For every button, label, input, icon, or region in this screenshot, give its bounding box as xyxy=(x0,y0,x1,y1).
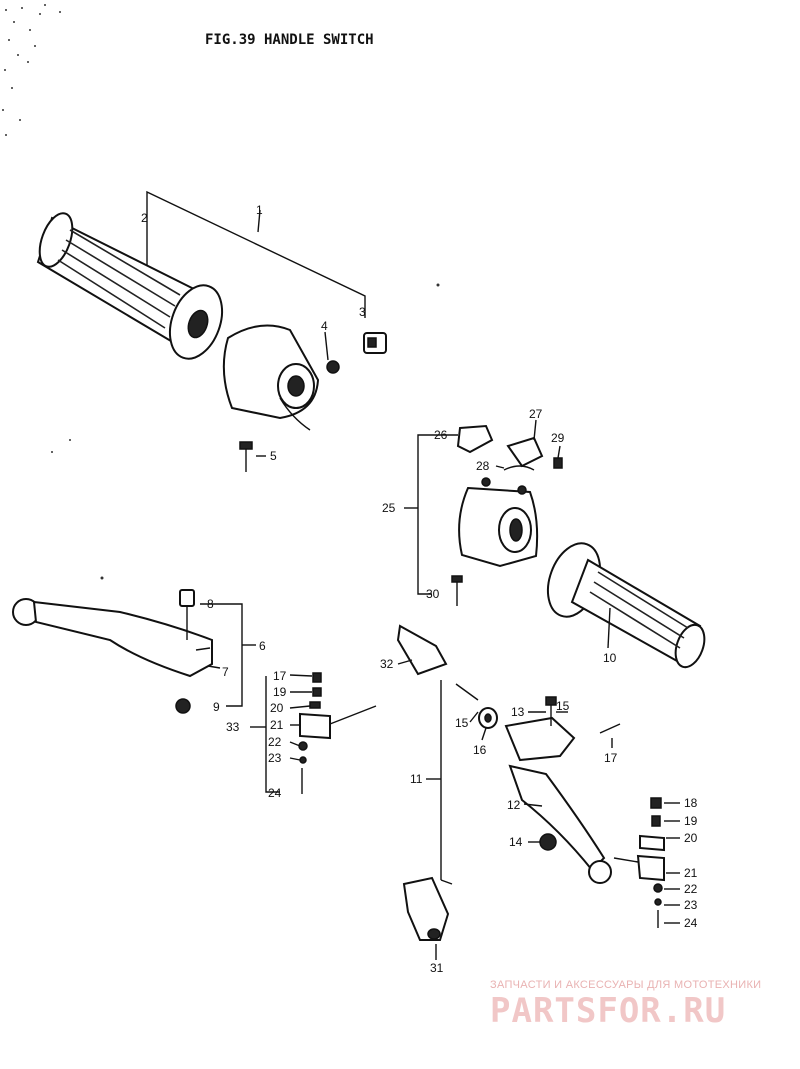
callout-10: 10 xyxy=(603,651,617,665)
callout-3: 3 xyxy=(359,305,366,319)
callout-28: 28 xyxy=(476,459,490,473)
callout-19-right: 19 xyxy=(684,814,698,828)
part-14-nut xyxy=(539,833,557,851)
callout-23-left: 23 xyxy=(268,751,282,765)
part-13-bolt xyxy=(545,696,557,726)
part-29-screw xyxy=(553,457,563,469)
callout-24-right: 24 xyxy=(684,916,698,930)
scan-noise xyxy=(2,4,440,580)
left-switch-stack xyxy=(298,672,377,794)
callout-32: 32 xyxy=(380,657,394,671)
callout-16: 16 xyxy=(473,743,487,757)
part-3-clip xyxy=(363,332,387,354)
callout-24-left: 24 xyxy=(268,786,282,800)
part-17-screw xyxy=(599,723,621,734)
part-16-washer xyxy=(478,707,498,729)
part-28-spring xyxy=(503,465,535,471)
part-4-nut xyxy=(326,360,340,374)
right-grip xyxy=(546,542,706,669)
watermark: ЗАПЧАСТИ И АКСЕССУАРЫ ДЛЯ МОТОТЕХНИКИ PA… xyxy=(490,979,761,1031)
callout-25: 25 xyxy=(382,501,396,515)
callout-2: 2 xyxy=(141,211,148,225)
callout-7: 7 xyxy=(222,665,229,679)
part-5-screw xyxy=(239,441,253,472)
part-31-boot xyxy=(402,876,450,941)
callout-17-right: 17 xyxy=(604,751,618,765)
callout-1: 1 xyxy=(256,203,263,217)
right-switch-housing xyxy=(458,477,539,568)
brake-lever xyxy=(504,716,612,884)
callout-17-left: 17 xyxy=(273,669,287,683)
callout-21-left: 21 xyxy=(270,718,284,732)
callout-23-right: 23 xyxy=(684,898,698,912)
right-switch-stack xyxy=(613,797,665,928)
callout-20-right: 20 xyxy=(684,831,698,845)
callout-19-left: 19 xyxy=(273,685,287,699)
callout-29: 29 xyxy=(551,431,565,445)
left-switch-housing xyxy=(222,324,320,431)
part-32-cover xyxy=(396,624,448,676)
watermark-tagline: ЗАПЧАСТИ И АКСЕССУАРЫ ДЛЯ МОТОТЕХНИКИ xyxy=(490,979,761,991)
callout-22-left: 22 xyxy=(268,735,282,749)
callout-labels: 1 2 3 4 5 6 7 8 9 10 11 12 13 14 15 15 1… xyxy=(141,203,698,975)
callout-15-upper: 15 xyxy=(556,699,570,713)
callout-14: 14 xyxy=(509,835,523,849)
callout-21-right: 21 xyxy=(684,866,698,880)
part-15-bolt xyxy=(455,683,479,701)
callout-27: 27 xyxy=(529,407,543,421)
figure-title: FIG.39 HANDLE SWITCH xyxy=(205,32,374,48)
callout-12: 12 xyxy=(507,798,521,812)
callout-33: 33 xyxy=(226,720,240,734)
part-27 xyxy=(506,436,544,468)
callout-15-lower: 15 xyxy=(455,716,469,730)
callout-6: 6 xyxy=(259,639,266,653)
callout-26: 26 xyxy=(434,428,448,442)
callout-4: 4 xyxy=(321,319,328,333)
part-8-bolt xyxy=(179,589,195,640)
callout-31: 31 xyxy=(430,961,444,975)
part-30-screw xyxy=(451,575,463,606)
leader-lines xyxy=(146,190,680,960)
callout-22-right: 22 xyxy=(684,882,698,896)
callout-18: 18 xyxy=(684,796,698,810)
left-grip xyxy=(36,212,224,360)
part-9-nut xyxy=(175,698,191,714)
callout-8: 8 xyxy=(207,597,214,611)
callout-30: 30 xyxy=(426,587,440,601)
clutch-lever xyxy=(12,598,213,678)
callout-11: 11 xyxy=(410,772,423,786)
callout-13: 13 xyxy=(511,705,525,719)
watermark-brand: PARTSFOR.RU xyxy=(490,991,726,1031)
callout-9: 9 xyxy=(213,700,220,714)
callout-5: 5 xyxy=(270,449,277,463)
callout-20-left: 20 xyxy=(270,701,284,715)
part-26 xyxy=(456,424,494,454)
